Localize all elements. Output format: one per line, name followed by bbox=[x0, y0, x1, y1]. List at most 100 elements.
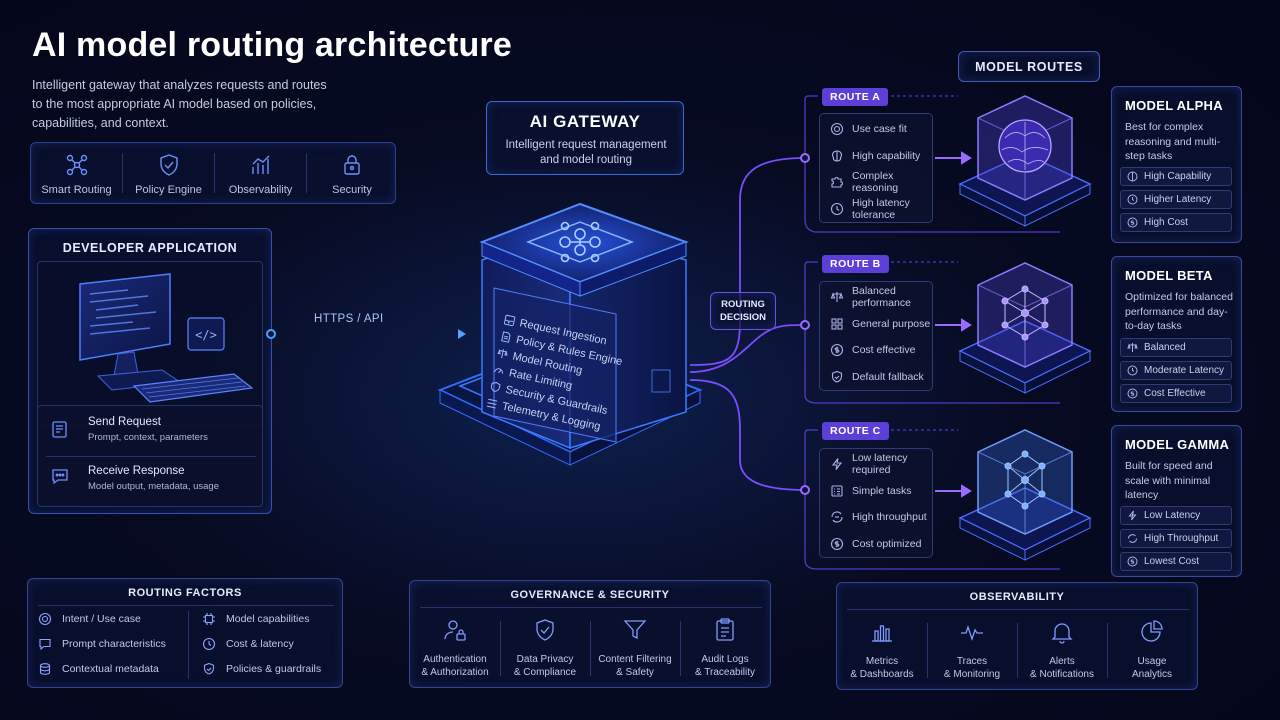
scales-icon bbox=[1127, 343, 1138, 352]
divider bbox=[122, 153, 123, 193]
module-policy-rules: Policy & Rules Engine bbox=[499, 328, 624, 370]
governance-filtering: Content Filtering& Safety bbox=[590, 617, 680, 679]
model-name: MODEL ALPHA bbox=[1125, 98, 1223, 113]
model-alpha-cube-icon bbox=[958, 95, 1092, 227]
target-icon bbox=[38, 612, 52, 626]
model-gamma-card: MODEL GAMMA Built for speed and scale wi… bbox=[1111, 425, 1242, 577]
dollar-icon bbox=[1127, 388, 1138, 399]
lightning-icon bbox=[831, 458, 843, 471]
route-c-criteria: Low latency required Simple tasks High t… bbox=[819, 448, 933, 558]
model-tag: Cost Effective bbox=[1120, 384, 1232, 403]
factor-metadata: Contextual metadata bbox=[38, 662, 159, 676]
model-tag: Low Latency bbox=[1120, 506, 1232, 525]
criterion: Cost optimized bbox=[820, 531, 932, 558]
divider bbox=[1107, 623, 1108, 678]
criterion: General purpose bbox=[820, 311, 932, 338]
divider bbox=[188, 611, 189, 679]
clock-icon bbox=[1127, 365, 1138, 376]
factor-prompt: Prompt characteristics bbox=[38, 637, 166, 651]
shield-icon bbox=[490, 382, 501, 392]
model-tag: Balanced bbox=[1120, 338, 1232, 357]
target-icon bbox=[830, 123, 844, 136]
user-lock-icon bbox=[444, 620, 466, 641]
receive-response-title: Receive Response bbox=[88, 465, 185, 477]
model-tag: High Throughput bbox=[1120, 529, 1232, 548]
database-icon bbox=[39, 663, 51, 675]
observability-title: OBSERVABILITY bbox=[969, 591, 1065, 603]
divider bbox=[847, 609, 1189, 610]
computer-icon: </> bbox=[79, 273, 254, 403]
throughput-icon bbox=[1128, 534, 1137, 543]
shield-check-icon bbox=[203, 662, 215, 675]
feature-security: Security bbox=[307, 143, 397, 205]
chat-response-icon bbox=[52, 469, 68, 485]
factor-cost-latency: Cost & latency bbox=[202, 637, 294, 651]
list-icon bbox=[486, 398, 498, 409]
feature-label: Observability bbox=[228, 184, 293, 196]
observability-alerts: Alerts& Notifications bbox=[1017, 619, 1107, 681]
observability-traces: Traces& Monitoring bbox=[927, 619, 1017, 681]
clock-icon bbox=[202, 637, 216, 651]
criterion: High latency tolerance bbox=[820, 196, 932, 223]
routing-factors-panel: ROUTING FACTORS Intent / Use case Prompt… bbox=[27, 578, 343, 688]
clock-icon bbox=[830, 202, 844, 215]
gateway-tower-illustration bbox=[437, 202, 703, 466]
model-description: Optimized for balanced performance and d… bbox=[1125, 291, 1233, 332]
routing-factors-title: ROUTING FACTORS bbox=[128, 587, 242, 599]
pulse-icon bbox=[961, 624, 983, 642]
svg-text:</>: </> bbox=[195, 328, 217, 342]
gateway-title: AI GATEWAY bbox=[529, 112, 641, 131]
receive-response-sub: Model output, metadata, usage bbox=[88, 481, 219, 492]
model-gamma-cube-icon bbox=[958, 429, 1092, 561]
feature-policy-engine: Policy Engine bbox=[123, 143, 214, 205]
criterion: High capability bbox=[820, 143, 932, 170]
divider bbox=[1017, 623, 1018, 678]
route-b-criteria: Balanced performance General purpose Cos… bbox=[819, 281, 933, 391]
developer-title: DEVELOPER APPLICATION bbox=[62, 241, 238, 255]
route-b-label: ROUTE B bbox=[822, 255, 889, 273]
factor-policies: Policies & guardrails bbox=[202, 662, 321, 676]
observability-metrics: Metrics& Dashboards bbox=[837, 619, 927, 681]
feature-strip: Smart Routing Policy Engine Observabilit… bbox=[30, 142, 396, 204]
send-request-title: Send Request bbox=[88, 416, 161, 428]
governance-privacy: Data Privacy& Compliance bbox=[500, 617, 590, 679]
route-a-label: ROUTE A bbox=[822, 88, 889, 106]
clock-icon bbox=[1127, 194, 1138, 205]
divider bbox=[927, 623, 928, 678]
brain-icon bbox=[831, 150, 843, 162]
brain-icon bbox=[1127, 171, 1138, 182]
network-icon bbox=[66, 154, 87, 176]
dollar-icon bbox=[830, 537, 844, 550]
module-request-ingestion: Request Ingestion bbox=[502, 311, 627, 353]
feature-observability: Observability bbox=[215, 143, 306, 205]
developer-illustration: </> bbox=[37, 261, 263, 426]
factor-capabilities: Model capabilities bbox=[202, 612, 309, 626]
scales-icon bbox=[830, 292, 844, 303]
criterion: Low latency required bbox=[820, 451, 932, 478]
shield-check-icon bbox=[831, 370, 843, 383]
module-telemetry-logging: Telemetry & Logging bbox=[485, 394, 610, 436]
criterion: Simple tasks bbox=[820, 478, 932, 505]
divider bbox=[214, 153, 215, 193]
chat-icon bbox=[39, 638, 51, 651]
grid-icon bbox=[831, 318, 843, 330]
clipboard-icon bbox=[716, 618, 734, 641]
observability-panel: OBSERVABILITY Metrics& Dashboards Traces… bbox=[836, 582, 1198, 690]
model-beta-cube-icon bbox=[958, 262, 1092, 394]
page-title: AI model routing architecture bbox=[32, 26, 512, 64]
lightning-icon bbox=[1128, 510, 1137, 521]
routing-decision-label: ROUTING DECISION bbox=[720, 299, 766, 323]
model-name: MODEL BETA bbox=[1125, 268, 1213, 283]
model-beta-card: MODEL BETA Optimized for balanced perfor… bbox=[1111, 256, 1242, 412]
divider bbox=[590, 621, 591, 676]
model-name: MODEL GAMMA bbox=[1125, 437, 1230, 452]
gateway-info-box: AI GATEWAY Intelligent request managemen… bbox=[486, 101, 684, 175]
send-request-sub: Prompt, context, parameters bbox=[88, 432, 208, 443]
page-subtitle: Intelligent gateway that analyzes reques… bbox=[32, 78, 327, 130]
feature-label: Security bbox=[332, 184, 372, 196]
pie-chart-icon bbox=[1141, 620, 1163, 642]
model-alpha-card: MODEL ALPHA Best for complex reasoning a… bbox=[1111, 86, 1242, 243]
criterion: High throughput bbox=[820, 504, 932, 531]
criterion: Balanced performance bbox=[820, 284, 932, 311]
